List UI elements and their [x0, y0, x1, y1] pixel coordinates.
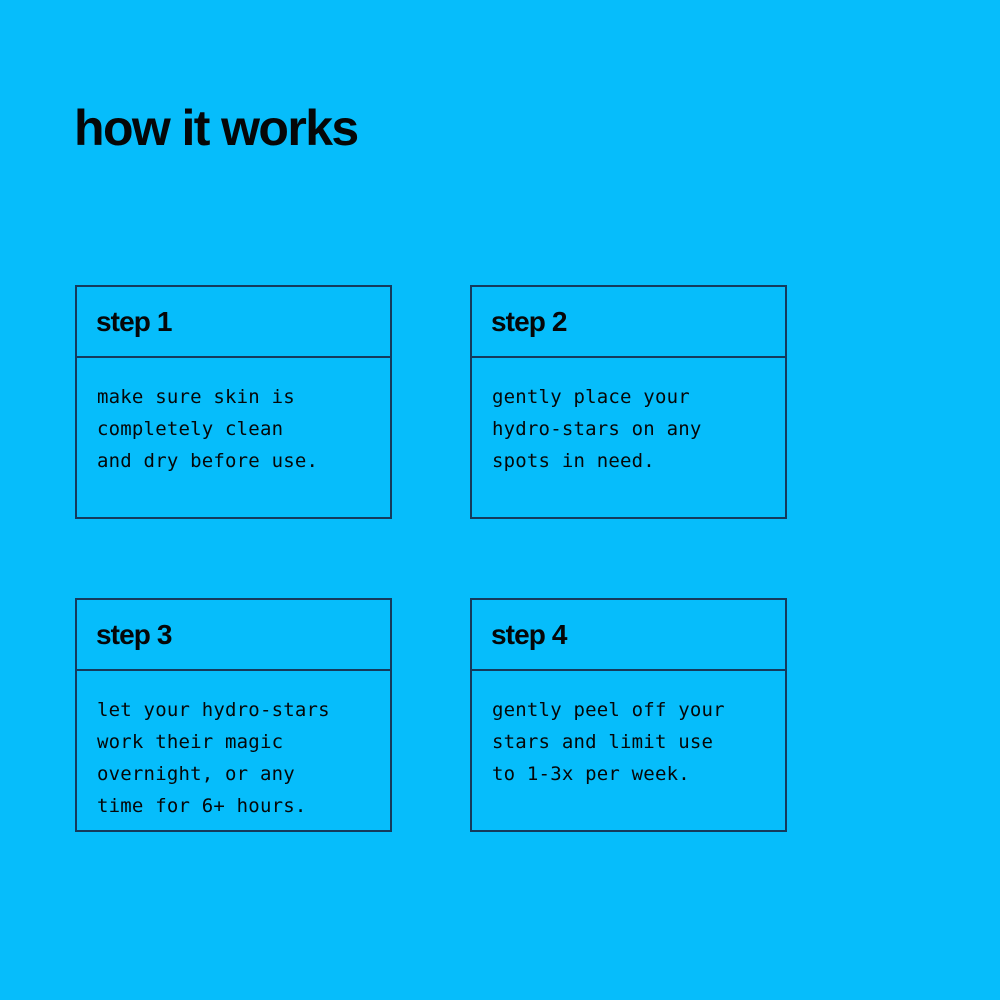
step-card-3: step 3 let your hydro-stars work their m…: [75, 598, 392, 832]
step-card-4-label: step 4: [491, 618, 567, 650]
step-card-2-header: step 2: [472, 287, 785, 358]
step-card-1-header: step 1: [77, 287, 390, 358]
step-card-1: step 1 make sure skin is completely clea…: [75, 285, 392, 519]
step-card-2-text: gently place your hydro-stars on any spo…: [492, 386, 702, 472]
step-card-1-label: step 1: [96, 305, 172, 337]
step-card-2: step 2 gently place your hydro-stars on …: [470, 285, 787, 519]
step-card-4-body: gently peel off your stars and limit use…: [472, 671, 785, 830]
step-card-4-header: step 4: [472, 600, 785, 671]
step-card-1-body: make sure skin is completely clean and d…: [77, 358, 390, 517]
step-card-1-text: make sure skin is completely clean and d…: [97, 386, 319, 472]
step-card-3-text: let your hydro-stars work their magic ov…: [97, 699, 330, 817]
page-title: how it works: [74, 100, 359, 156]
step-card-4-text: gently peel off your stars and limit use…: [492, 699, 725, 785]
steps-grid: step 1 make sure skin is completely clea…: [75, 285, 787, 832]
step-card-3-header: step 3: [77, 600, 390, 671]
step-card-2-label: step 2: [491, 305, 567, 337]
step-card-3-label: step 3: [96, 618, 172, 650]
step-card-4: step 4 gently peel off your stars and li…: [470, 598, 787, 832]
step-card-2-body: gently place your hydro-stars on any spo…: [472, 358, 785, 517]
step-card-3-body: let your hydro-stars work their magic ov…: [77, 671, 390, 830]
